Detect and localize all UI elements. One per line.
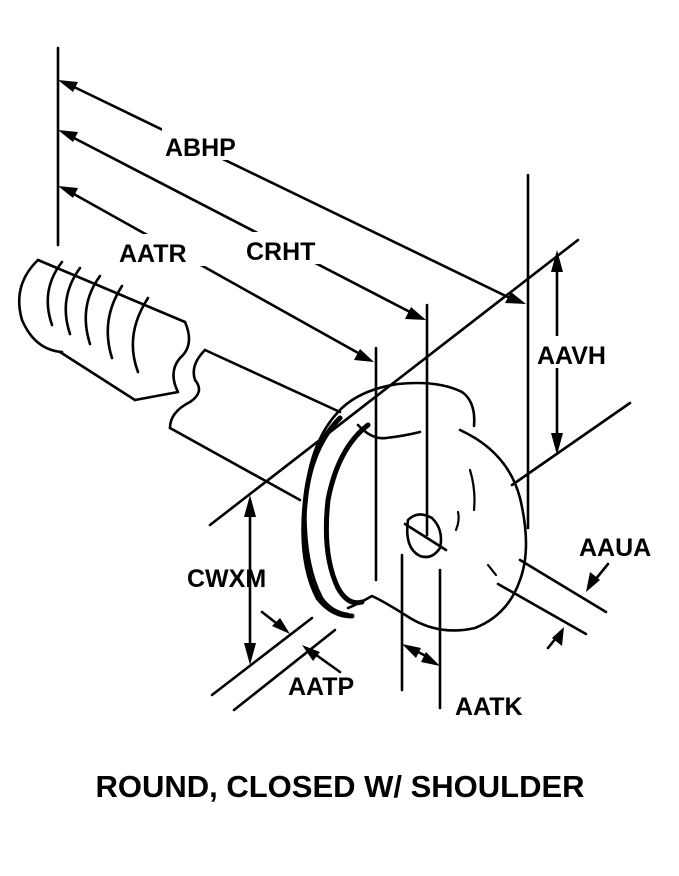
dimension-labels: ABHP AATR CRHT AAVH AAUA CWXM AATP AATK [116,128,651,721]
label-aaua: AAUA [579,534,651,562]
eye-bore [405,513,443,559]
label-aatp: AATP [288,673,354,701]
thread-4 [106,284,124,360]
label-bg-abhp [162,128,256,160]
shoulder-inner-face [323,422,371,606]
head-thickness-line-1 [518,558,608,614]
head-middle-tangent [510,401,632,487]
diagram-title: ROUND, CLOSED W/ SHOULDER [95,769,584,804]
arrow-abhp-start [58,80,78,92]
shoulder-face [301,415,355,619]
arrow-crht-end [405,307,426,320]
label-bg-aatr [116,234,210,266]
label-crht: CRHT [246,238,315,266]
rod-break-left [133,320,191,402]
head-top-outline [336,381,476,428]
head-shade-2 [454,510,460,532]
thread-3 [84,274,102,346]
arrow-aatk-left [402,644,421,658]
arrow-aatr-end [354,349,374,362]
arrow-aavh-bottom [551,433,563,455]
shoulder-bottom-line-2 [232,628,337,712]
eye-head [301,381,528,632]
rod-end-cap [18,258,64,354]
label-aatk: AATK [455,693,523,721]
head-shade-3 [486,563,498,577]
head-top-tangent [208,238,580,527]
head-shade-1 [468,468,476,512]
dim-line-aatr [70,191,362,356]
threaded-rod [18,258,342,502]
rod-top-edge [36,258,187,324]
arrow-cwxm-bottom [244,643,256,665]
arrow-aatk-right [421,652,440,666]
arrow-aavh-top [551,250,563,272]
dim-line-abhp [70,84,512,300]
bore-center-line [403,522,448,552]
arrow-abhp-end [505,292,526,304]
dimension-lines [58,80,610,674]
arrow-cwxm-top [244,495,256,517]
head-right-outline [346,428,528,632]
dim-leader-aaua [593,562,610,582]
thread-5 [131,296,150,374]
label-cwxm: CWXM [187,565,266,593]
head-thickness-line-2 [496,582,588,636]
arrow-aatr-start [58,186,78,198]
label-abhp: ABHP [165,134,236,162]
arrow-aaua-bottom [552,627,564,646]
rod-break-right [168,348,207,430]
label-bg-crht [244,232,336,264]
head-ridge [356,423,422,440]
shoulder-bottom-line-1 [210,616,314,697]
thread-2 [64,266,82,336]
shank-bottom-edge [168,426,302,502]
thread-1 [46,260,64,327]
label-aavh: AAVH [537,342,606,370]
label-aatr: AATR [119,240,187,268]
shank-top-edge [203,348,342,414]
label-bg-aavh [535,336,631,368]
arrow-crht-start [58,130,78,142]
rod-bottom-edge [58,350,137,402]
arrow-aatp-2 [302,645,320,661]
arrow-aatp-1 [272,618,290,634]
extension-lines [56,46,632,712]
dim-line-crht [70,135,412,314]
arrow-aaua-top [586,572,600,592]
